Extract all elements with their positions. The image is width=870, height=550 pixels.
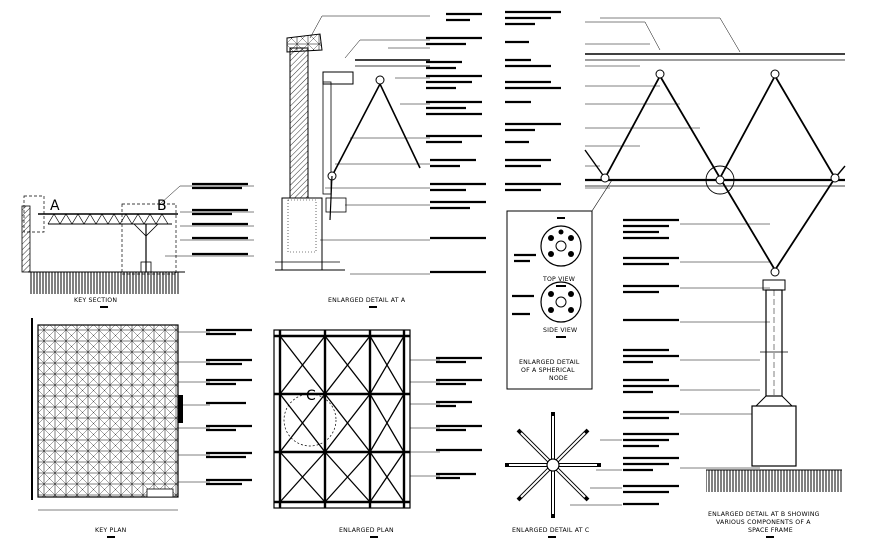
key-section-drawing: A B KEY SECTION — [21, 182, 254, 308]
enlarged-plan-drawing: C ENLARGED PLAN — [273, 329, 482, 538]
spherical-node-detail: TOP VIEW SIDE VIEW ENLARGED DETAIL OF A … — [506, 179, 613, 390]
detail-a-drawing: ENLARGED DETAIL AT A — [275, 12, 486, 308]
detail-b-caption-line-1: ENLARGED DETAIL AT B SHOWING — [708, 511, 820, 518]
detail-b-caption-line-3: SPACE FRAME — [748, 527, 793, 534]
top-view-label: TOP VIEW — [542, 276, 575, 283]
node-caption-line-1: ENLARGED DETAIL — [519, 359, 580, 366]
detail-b-caption-line-2: VARIOUS COMPONENTS OF A — [716, 519, 811, 526]
marker-a-label: A — [50, 198, 60, 214]
detail-b-drawing: ENLARGED DETAIL AT B SHOWING VARIOUS COM… — [505, 10, 846, 538]
key-section-caption: KEY SECTION — [74, 297, 117, 304]
marker-c-label: C — [306, 388, 316, 404]
enlarged-plan-caption: ENLARGED PLAN — [339, 527, 394, 534]
node-side-view-sphere — [540, 281, 582, 323]
node-top-view-sphere — [540, 225, 582, 267]
key-plan-grid — [37, 324, 179, 498]
marker-b-label: B — [157, 198, 167, 214]
side-view-label: SIDE VIEW — [543, 327, 577, 334]
key-section-ground — [30, 272, 180, 294]
detail-c-caption: ENLARGED DETAIL AT C — [512, 527, 589, 534]
node-caption-line-3: NODE — [549, 375, 568, 382]
key-plan-drawing: KEY PLAN — [31, 318, 252, 538]
detail-c-drawing: ENLARGED DETAIL AT C — [505, 412, 679, 538]
key-plan-caption: KEY PLAN — [95, 527, 127, 534]
node-caption-line-2: OF A SPHERICAL — [521, 367, 575, 374]
detail-a-caption: ENLARGED DETAIL AT A — [328, 297, 406, 304]
